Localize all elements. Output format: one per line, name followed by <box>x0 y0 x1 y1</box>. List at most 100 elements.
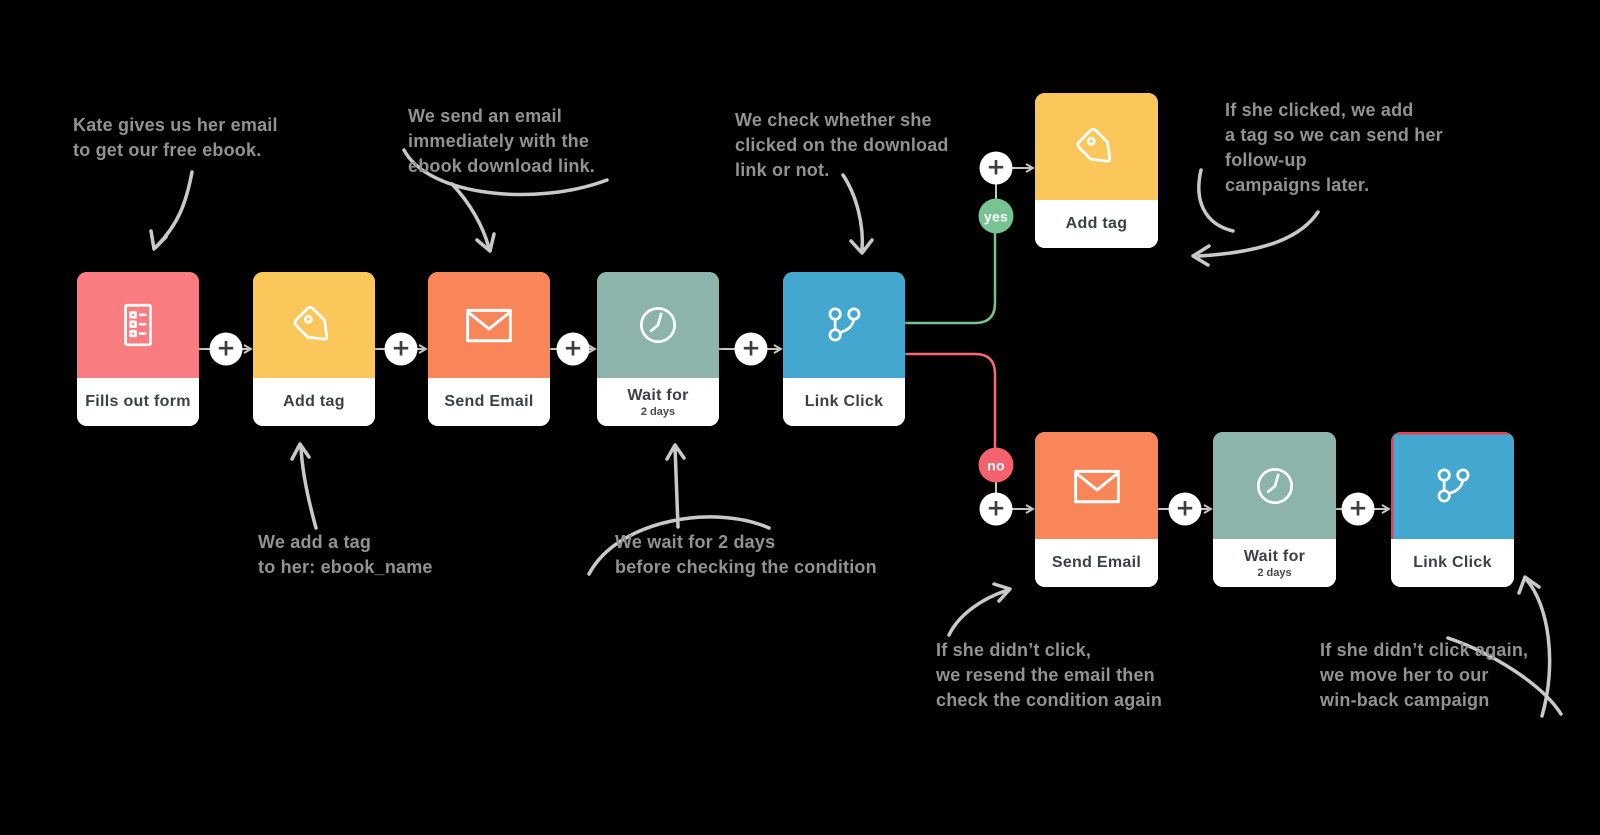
sketch-arrow <box>947 588 1010 637</box>
annotation-line: ebook download link. <box>408 156 596 176</box>
annotation-line: If she didn’t click, <box>936 640 1092 660</box>
branch-icon <box>819 300 869 350</box>
annotation-line: a tag so we can send her <box>1225 125 1443 145</box>
annotation-resend: If she didn’t click, we resend the email … <box>936 638 1162 713</box>
annotation-line: we move her to our <box>1320 665 1489 685</box>
fills-out-form-label-area: Fills out form <box>77 378 199 426</box>
wait-for-1-header <box>597 272 719 378</box>
annotation-line: we resend the email then <box>936 665 1155 685</box>
node-sublabel: 2 days <box>1257 566 1292 579</box>
sketch-arrowhead-icon <box>1191 244 1211 267</box>
sketch-arrowhead-icon <box>475 232 496 253</box>
sketch-arrow <box>1524 577 1552 718</box>
annotation-arrows <box>149 148 1563 718</box>
sketch-curve <box>402 148 609 197</box>
annotation-line: follow-up <box>1225 150 1307 170</box>
annotation-line: check the condition again <box>936 690 1163 710</box>
add-tag-2-label-area: Add tag <box>1035 200 1158 248</box>
annotation-line: clicked on the download <box>735 135 949 155</box>
sketch-arrowhead-icon <box>149 229 168 251</box>
sketch-arrowhead-icon <box>992 582 1012 603</box>
branch-icon <box>1428 461 1478 511</box>
add-step-button[interactable]: + <box>734 332 768 366</box>
clock-icon <box>1250 461 1300 511</box>
branch-badge-no: no <box>978 447 1014 483</box>
link-click-1-label-area: Link Click <box>783 378 905 426</box>
annotation-line: If she didn’t click again, <box>1320 640 1529 660</box>
sketch-arrow <box>673 445 680 529</box>
sketch-arrowhead-icon <box>290 442 311 461</box>
node-label: Send Email <box>1051 554 1142 571</box>
send-email-1-header <box>428 272 550 378</box>
add-step-button[interactable]: + <box>1341 492 1375 526</box>
add-step-button[interactable]: + <box>556 332 590 366</box>
add-step-button[interactable]: + <box>384 332 418 366</box>
add-step-button[interactable]: + <box>979 492 1013 526</box>
link-click-2-header <box>1391 432 1514 539</box>
node-fills-out-form[interactable]: Fills out form <box>77 272 199 426</box>
node-label: Add tag <box>1065 215 1128 232</box>
node-label: Add tag <box>283 393 345 410</box>
sketch-arrow <box>299 445 318 530</box>
no-branch-line <box>905 352 997 449</box>
sketch-arrowhead-icon <box>1517 575 1541 595</box>
node-link-click-1[interactable]: Link Click <box>783 272 905 426</box>
annotation-wait: We wait for 2 days before checking the co… <box>615 530 877 580</box>
annotation-line: We add a tag <box>258 532 372 552</box>
annotation-line: We wait for 2 days <box>615 532 776 552</box>
annotation-line: If she clicked, we add <box>1225 100 1414 120</box>
sketch-arrowhead-icon <box>665 443 686 461</box>
node-label: Wait for <box>1243 547 1306 565</box>
sketch-arrow <box>450 182 491 250</box>
annotation-winback: If she didn’t click again, we move her to… <box>1320 638 1528 713</box>
node-send-email-1[interactable]: Send Email <box>428 272 550 426</box>
tag-icon <box>1071 121 1123 173</box>
annotation-line: immediately with the <box>408 131 590 151</box>
branch-badge-yes: yes <box>978 198 1014 234</box>
add-step-button[interactable]: + <box>979 151 1013 185</box>
annotation-line: to her: ebook_name <box>258 557 433 577</box>
add-step-button[interactable]: + <box>1168 492 1202 526</box>
link-click-1-header <box>783 272 905 378</box>
send-email-2-label-area: Send Email <box>1035 539 1158 587</box>
add-tag-1-header <box>253 272 375 378</box>
annotation-line: win-back campaign <box>1320 690 1490 710</box>
sketch-arrowhead-icon <box>849 238 874 255</box>
node-label: Send Email <box>444 393 534 410</box>
node-link-click-2[interactable]: Link Click <box>1391 432 1514 587</box>
sketch-arrow <box>841 173 865 252</box>
node-label: Wait for <box>627 386 689 404</box>
envelope-icon <box>1070 459 1124 513</box>
node-sublabel: 2 days <box>640 405 676 418</box>
node-add-tag-2[interactable]: Add tag <box>1035 93 1158 248</box>
clock-icon <box>633 300 683 350</box>
annotation-line: We send an email <box>408 106 562 126</box>
sketch-arrow <box>155 170 194 248</box>
node-label: Link Click <box>1413 554 1492 571</box>
node-label: Fills out form <box>85 393 191 410</box>
annotation-line: before checking the condition <box>615 557 877 577</box>
add-step-button[interactable]: + <box>209 332 243 366</box>
form-icon <box>113 300 163 350</box>
node-add-tag-1[interactable]: Add tag <box>253 272 375 426</box>
node-send-email-2[interactable]: Send Email <box>1035 432 1158 587</box>
wait-for-2-header <box>1213 432 1336 539</box>
fills-out-form-header <box>77 272 199 378</box>
annotation-add-tag: We add a tag to her: ebook_name <box>258 530 433 580</box>
annotation-line: campaigns later. <box>1225 175 1370 195</box>
annotation-line: link or not. <box>735 160 830 180</box>
sketch-curve <box>587 515 771 576</box>
envelope-icon <box>462 298 516 352</box>
sketch-arrow <box>1197 210 1320 258</box>
send-email-1-label-area: Send Email <box>428 378 550 426</box>
add-tag-2-header <box>1035 93 1158 200</box>
add-tag-1-label-area: Add tag <box>253 378 375 426</box>
